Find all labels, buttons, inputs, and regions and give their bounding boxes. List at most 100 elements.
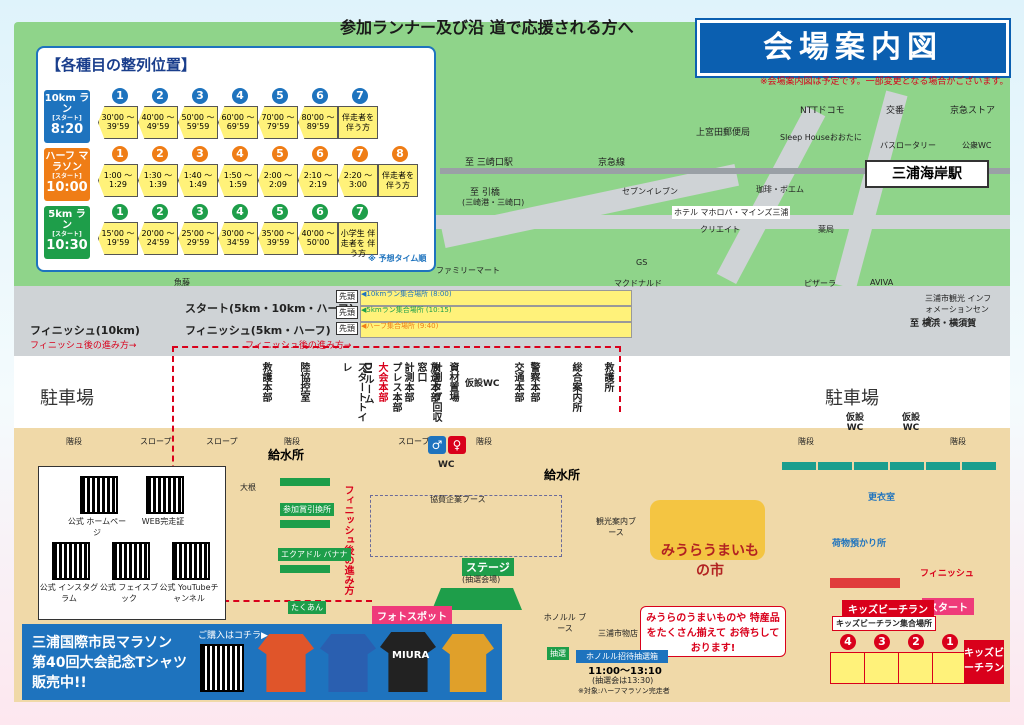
race-name: ハーフ マラソン: [45, 151, 89, 173]
booth-label: 放送本部: [428, 362, 439, 402]
booth-label: DJルーム: [362, 362, 373, 405]
lane-label: ◀5kmラン集合場所 (10:15): [361, 306, 452, 314]
changing-room: 更衣室: [868, 493, 896, 503]
tshirt-shirt-text: MIURA: [392, 650, 430, 661]
lineup-slot: 2:10 〜 2:19: [298, 164, 338, 197]
booth-label: 救護本部: [260, 362, 271, 402]
lineup-slot-escort: 小学生 伴走者を 伴う方: [338, 222, 378, 258]
start-lane: ◀ハーフ集合場所 (9:40): [360, 322, 632, 338]
water-station-2: 給水所: [544, 468, 581, 482]
qr-code[interactable]: [146, 476, 184, 514]
takuan-booth: たくあん: [288, 601, 326, 614]
lineup-slot: 2:00 〜 2:09: [258, 164, 298, 197]
qr-label: 公式 フェイスブック: [99, 583, 159, 603]
kids-number: 3: [874, 634, 890, 650]
slot-number: 4: [232, 204, 248, 220]
hikihashi-sub: (三崎港・三崎口): [462, 198, 525, 207]
radish-label: 大根: [240, 483, 256, 492]
race-start-time: 10:00: [46, 180, 88, 195]
finish-label-5: フィニッシュ(5km・ハーフ): [185, 324, 331, 337]
kids-lane: [898, 652, 934, 684]
slot-number: 2: [152, 204, 168, 220]
slot-number: 6: [312, 88, 328, 104]
landmark-post: 上宮田郵便局: [696, 128, 751, 138]
race-sub: [スタート]: [52, 115, 82, 122]
lane-head-tag: 先頭: [336, 290, 358, 303]
stage-label: ステージ: [462, 558, 514, 576]
station-sign: 三浦海岸駅: [865, 160, 989, 188]
landmark-mcdonalds: マクドナルド: [614, 279, 662, 288]
landmark-bus: バスロータリー: [880, 141, 936, 150]
tent-roof: [818, 462, 852, 470]
baggage: 荷物預かり所: [832, 539, 887, 549]
landmark-pizzala: ピザーラ: [804, 279, 836, 288]
kids-number: 4: [840, 634, 856, 650]
slot-number: 5: [272, 88, 288, 104]
lineup-title: 【各種目の整列位置】: [46, 56, 197, 74]
tent-roof-1: [280, 478, 330, 486]
landmark-uoto: 魚藤: [174, 278, 190, 287]
slot-number: 4: [232, 88, 248, 104]
slope-3: スロープ: [398, 437, 430, 446]
booth-label: 警察本部: [528, 362, 539, 402]
booth-label: 陸協控室: [298, 362, 309, 402]
landmark-familymart: ファミリーマート: [436, 266, 500, 275]
qr-code[interactable]: [172, 542, 210, 580]
stairs-5: 階段: [950, 437, 966, 446]
landmark-aviva: AVIVA: [870, 278, 894, 287]
tshirt-qr[interactable]: [200, 644, 244, 692]
slot-number: 3: [192, 88, 208, 104]
qr-code[interactable]: [112, 542, 150, 580]
slot-number: 7: [352, 146, 368, 162]
lineup-note: ※ 予想タイム順: [368, 254, 427, 263]
tshirt-title3: 販売中!!: [32, 675, 87, 691]
slot-number: 7: [352, 204, 368, 220]
tshirt-buy: ご購入はコチラ▶: [198, 631, 268, 641]
tent-roof: [890, 462, 924, 470]
lineup-slot: 30'00 〜 34'59: [218, 222, 258, 255]
slot-number: 2: [152, 146, 168, 162]
booth-label: 大会本部: [376, 362, 387, 402]
race-name: 5km ラン: [48, 209, 86, 231]
qr-code[interactable]: [52, 542, 90, 580]
headline: 参加ランナー及び沿 道で応援される方へ: [340, 18, 634, 37]
landmark-seven: セブンイレブン: [622, 187, 678, 196]
wc-label: WC: [438, 460, 455, 470]
slot-number: 3: [192, 204, 208, 220]
slot-number: 1: [112, 146, 128, 162]
start-lane: ◀5kmラン集合場所 (10:15): [360, 306, 632, 322]
lineup-slot: 1:00 〜 1:29: [98, 164, 138, 197]
stairs-3: 階段: [476, 437, 492, 446]
race-label: ハーフ マラソン[スタート]10:00: [44, 148, 90, 201]
lineup-slot: 40'00 〜 50'00: [298, 222, 338, 255]
race-sub: [スタート]: [52, 231, 82, 238]
landmark-hotel: ホテル マホロバ・マインズ三浦: [672, 206, 791, 219]
wc-male-icon: ♂: [428, 436, 446, 454]
race-label: 5km ラン[スタート]10:30: [44, 206, 90, 259]
after-finish-vertical: フィニッシュ後の進み方: [342, 485, 353, 595]
race-sub: [スタート]: [52, 173, 82, 180]
title-note: ※会場案内図は予定です。一部変更となる場合がございます。: [760, 77, 1009, 87]
slot-number: 7: [352, 88, 368, 104]
lineup-slot: 15'00 〜 19'59: [98, 222, 138, 255]
slot-number: 1: [112, 88, 128, 104]
market-text: みうらのうまいものや 特産品をたくさん揃えて お待ちしております!: [640, 606, 786, 657]
parking-right: 駐車場: [825, 388, 879, 409]
qr-code[interactable]: [80, 476, 118, 514]
kids-title: キッズビーチラン: [964, 640, 1004, 684]
lottery-tag: 抽選: [547, 647, 569, 660]
race-label: 10km ラン[スタート]8:20: [44, 90, 90, 143]
kids-finish: フィニッシュ: [920, 569, 974, 579]
kids-lane: [932, 652, 968, 684]
lineup-slot: 1:40 〜 1:49: [178, 164, 218, 197]
market-sign: みうらうまいもの市: [661, 543, 759, 579]
lineup-slot: 20'00 〜 24'59: [138, 222, 178, 255]
landmark-wc: 公衆WC: [962, 141, 992, 150]
water-station-1: 給水所: [268, 448, 305, 462]
kids-number: 1: [942, 634, 958, 650]
miura-booth: 三浦市物店: [598, 629, 638, 638]
landmark-police: 交番: [886, 106, 905, 116]
slot-number: 8: [392, 146, 408, 162]
landmark-gs: GS: [636, 258, 648, 267]
qr-label: 公式 ホームページ: [67, 517, 127, 537]
